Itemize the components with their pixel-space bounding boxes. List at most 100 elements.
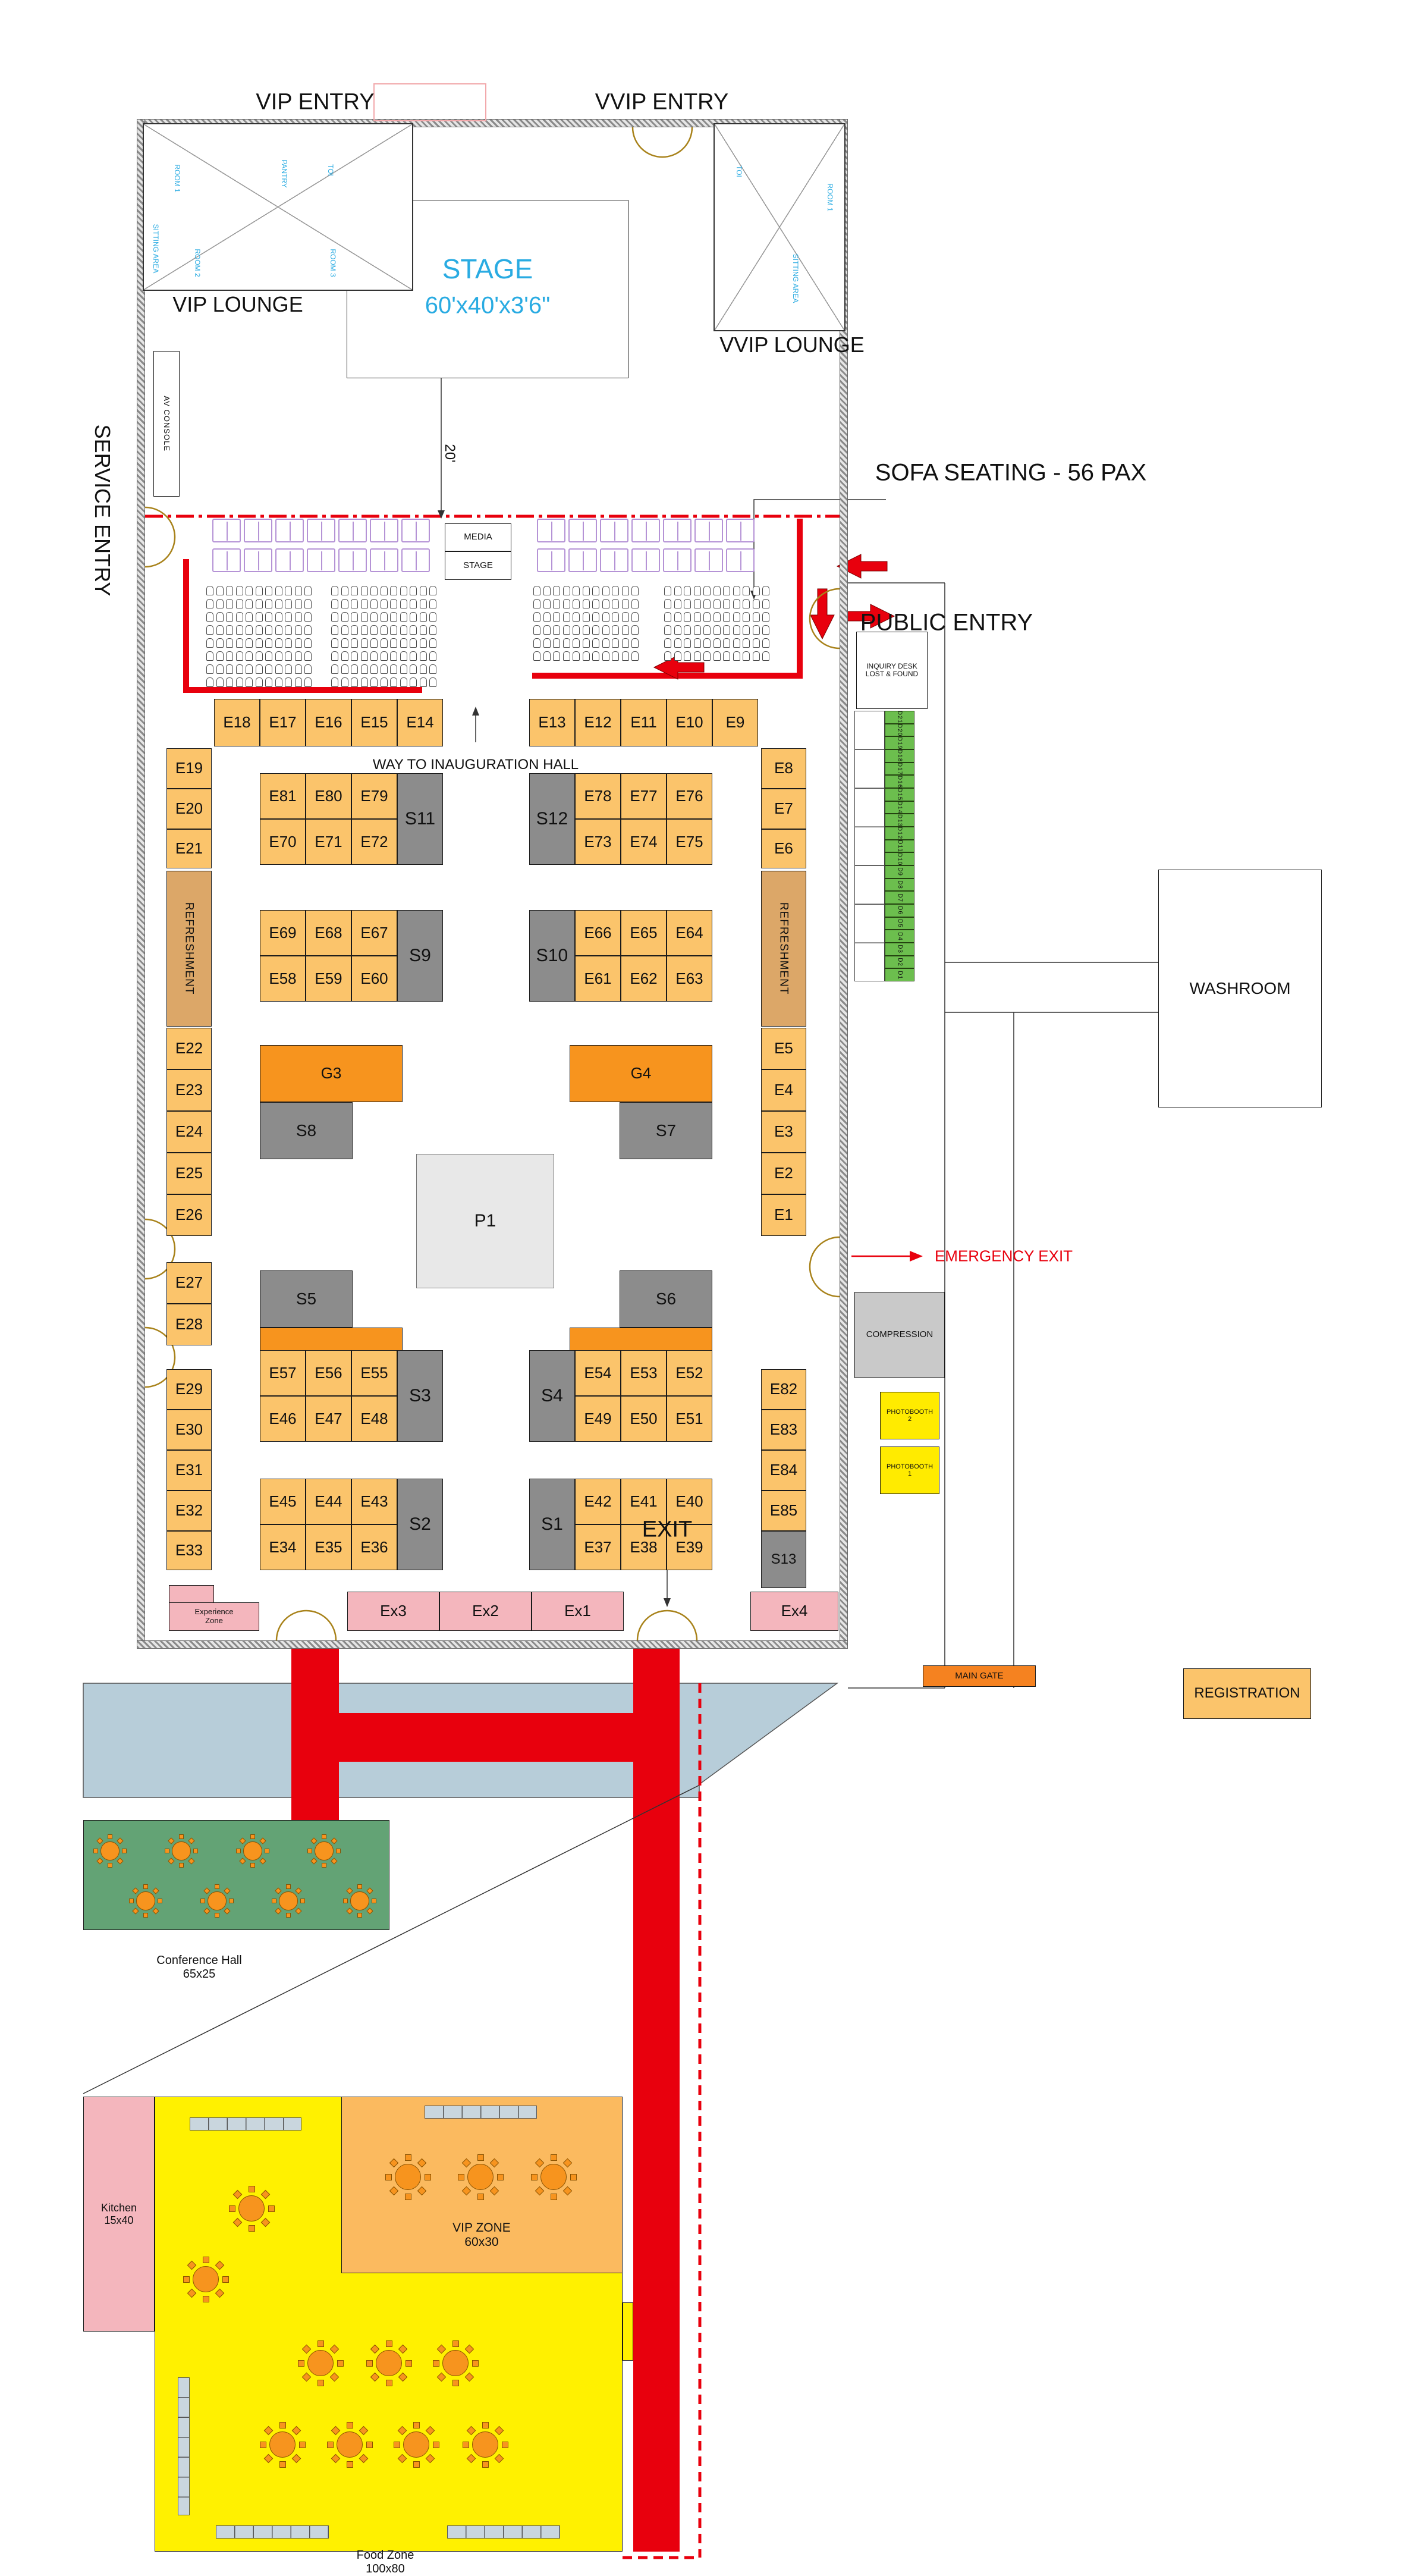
box-label-E27: E27 xyxy=(175,1273,203,1292)
audience-chair xyxy=(429,586,436,595)
box-label-E24: E24 xyxy=(175,1122,203,1141)
audience-chair xyxy=(723,638,730,648)
box-D15: D15 xyxy=(885,788,914,801)
audience-chair xyxy=(762,625,769,635)
audience-chair xyxy=(331,625,338,635)
audience-chair xyxy=(664,638,671,648)
box-D7: D7 xyxy=(885,891,914,905)
audience-chair xyxy=(341,638,348,648)
box-label-E64: E64 xyxy=(675,923,703,942)
table-chair xyxy=(297,2359,304,2367)
box-E50: E50 xyxy=(621,1396,667,1442)
red-carpet-cross xyxy=(339,1713,633,1762)
box-label-E3: E3 xyxy=(774,1122,793,1141)
box-label-media-1: MEDIA xyxy=(464,532,492,542)
box-label-E8: E8 xyxy=(774,759,793,777)
audience-chair xyxy=(762,651,769,661)
audience-chair xyxy=(285,612,292,622)
audience-chair xyxy=(360,664,368,674)
table-chair xyxy=(477,2193,484,2200)
audience-chair xyxy=(331,651,338,661)
box-E64: E64 xyxy=(667,910,712,956)
box-label-S3: S3 xyxy=(409,1386,431,1406)
audience-chair xyxy=(723,651,730,661)
audience-chair xyxy=(410,677,417,687)
table-chair xyxy=(183,2276,190,2283)
audience-chair xyxy=(612,586,619,595)
box-S13: S13 xyxy=(761,1531,806,1588)
audience-chair xyxy=(255,599,263,608)
audience-chair xyxy=(612,625,619,635)
table-chair xyxy=(371,1899,376,1903)
table-top xyxy=(540,2164,567,2190)
audience-chair xyxy=(341,625,348,635)
audience-chair xyxy=(206,651,213,661)
audience-chair xyxy=(592,612,599,622)
audience-chair xyxy=(573,638,580,648)
table-top xyxy=(269,2431,296,2458)
box-E28: E28 xyxy=(166,1304,212,1345)
audience-chair xyxy=(713,638,721,648)
audience-chair xyxy=(351,625,358,635)
audience-chair xyxy=(206,677,213,687)
audience-chair xyxy=(255,664,263,674)
sofa-seat xyxy=(726,519,755,542)
box-E51: E51 xyxy=(667,1396,712,1442)
box-label-D11: D11 xyxy=(896,840,903,852)
box-label-E62: E62 xyxy=(630,969,658,987)
audience-chair xyxy=(429,638,436,648)
box-E22: E22 xyxy=(166,1028,212,1069)
box-E10: E10 xyxy=(667,699,712,746)
audience-chair xyxy=(582,612,590,622)
sofa-seat xyxy=(631,548,660,572)
audience-chair xyxy=(400,586,407,595)
box-S4: S4 xyxy=(529,1350,575,1442)
audience-chair xyxy=(390,651,397,661)
sofa-seat xyxy=(307,519,335,542)
box-E73: E73 xyxy=(575,819,621,865)
audience-chair xyxy=(351,586,358,595)
audience-chair xyxy=(265,677,272,687)
audience-chair xyxy=(429,625,436,635)
audience-chair xyxy=(429,677,436,687)
box-E58: E58 xyxy=(260,956,306,1002)
box-E42: E42 xyxy=(575,1479,621,1524)
audience-chair xyxy=(553,586,560,595)
box-label-photobooth-1: PHOTOBOOTH 1 xyxy=(886,1463,933,1477)
box-label-E31: E31 xyxy=(175,1461,203,1479)
audience-chair xyxy=(582,599,590,608)
box-label-E51: E51 xyxy=(675,1409,703,1427)
audience-chair xyxy=(419,677,427,687)
audience-chair xyxy=(370,638,378,648)
table-chair xyxy=(457,2173,464,2180)
text-sitting-left: SITTING AREA xyxy=(152,224,160,274)
audience-chair xyxy=(294,651,302,661)
box-E68: E68 xyxy=(306,910,351,956)
box-label-E76: E76 xyxy=(675,786,703,805)
text-conference-label: Conference Hall 65x25 xyxy=(156,1954,242,1981)
audience-chair xyxy=(351,638,358,648)
audience-chair xyxy=(246,612,253,622)
audience-chair xyxy=(390,586,397,595)
box-E7: E7 xyxy=(761,789,806,829)
box-label-D4: D4 xyxy=(896,931,903,941)
table-chair xyxy=(530,2173,538,2180)
table-chair xyxy=(250,1862,255,1868)
audience-chair xyxy=(285,664,292,674)
box-D4: D4 xyxy=(885,930,914,943)
audience-chair xyxy=(265,638,272,648)
box-label-D15: D15 xyxy=(896,788,903,801)
box-label-E32: E32 xyxy=(175,1501,203,1520)
audience-chair xyxy=(553,638,560,648)
audience-chair xyxy=(360,677,368,687)
audience-chair xyxy=(419,612,427,622)
audience-chair xyxy=(331,677,338,687)
audience-chair xyxy=(684,612,691,622)
audience-chair xyxy=(246,638,253,648)
audience-chair xyxy=(762,638,769,648)
table-chair xyxy=(346,2461,353,2468)
audience-chair xyxy=(703,638,711,648)
audience-chair xyxy=(216,638,224,648)
box-label-E49: E49 xyxy=(584,1409,612,1427)
sofa-seat xyxy=(568,548,597,572)
